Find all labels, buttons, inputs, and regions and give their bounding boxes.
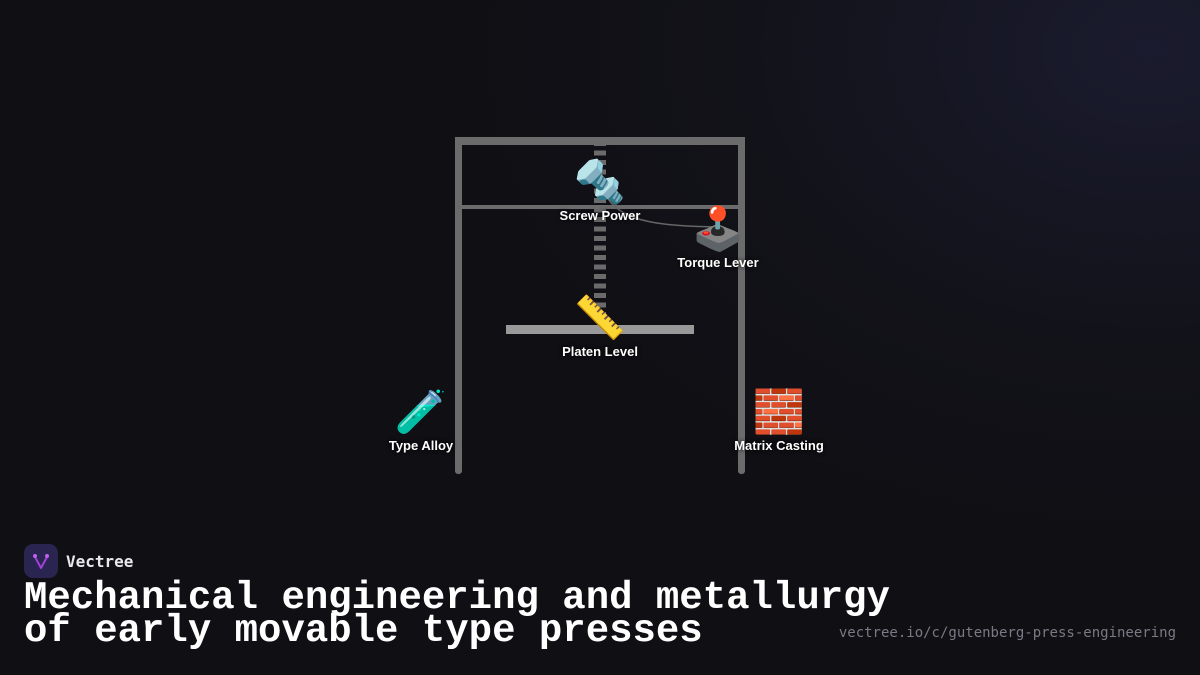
node-label: Type Alloy <box>388 438 454 453</box>
source-url[interactable]: vectree.io/c/gutenberg-press-engineering <box>838 625 1176 641</box>
page-title: Mechanical engineering and metallurgy of… <box>24 579 890 651</box>
node-label: Torque Lever <box>677 255 759 270</box>
title-line-2: of early movable type presses <box>24 609 703 653</box>
frame-crossbar <box>462 205 738 209</box>
vectree-logo-icon <box>24 544 58 578</box>
node-label: Screw Power <box>559 208 641 223</box>
frame-left-post <box>455 137 462 474</box>
platen-bar <box>506 325 694 334</box>
nut-and-bolt-icon: 🔩 <box>573 158 627 205</box>
ruler-icon: 📏 <box>573 294 627 341</box>
brick-icon: 🧱 <box>752 388 806 435</box>
brand: Vectree <box>24 544 133 578</box>
node-platen-level[interactable]: 📏 Platen Level <box>520 294 680 359</box>
node-type-alloy[interactable]: 🧪 Type Alloy <box>341 388 501 453</box>
frame-right-post <box>738 137 745 474</box>
test-tube-icon: 🧪 <box>394 388 448 435</box>
title-line-1: Mechanical engineering and metallurgy <box>24 576 890 620</box>
connection-arrow <box>598 181 719 228</box>
node-label: Platen Level <box>562 344 638 359</box>
node-label: Matrix Casting <box>734 438 824 453</box>
node-screw-power[interactable]: 🔩 Screw Power <box>520 158 680 223</box>
joystick-icon: 🕹️ <box>691 205 745 252</box>
brand-name: Vectree <box>66 551 134 571</box>
node-matrix-casting[interactable]: 🧱 Matrix Casting <box>699 388 859 453</box>
node-torque-lever[interactable]: 🕹️ Torque Lever <box>638 205 798 270</box>
